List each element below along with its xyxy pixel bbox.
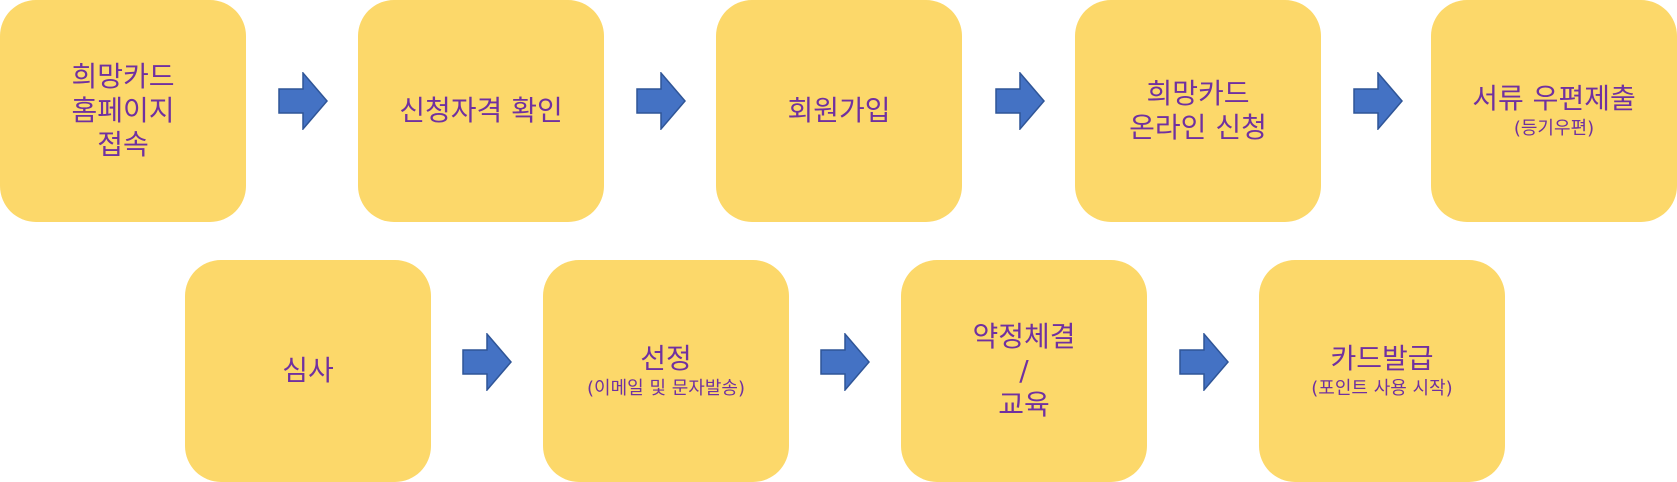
step-4-title: 희망카드 온라인 신청 [1129,77,1267,144]
arrow-6-to-7 [462,333,512,391]
step-5-box: 서류 우편제출 (등기우편) [1431,0,1677,222]
step-2-title: 신청자격 확인 [399,94,563,127]
arrow-7-to-8 [820,333,870,391]
step-7-title: 선정 [640,342,692,375]
step-9-title: 카드발급 [1330,342,1434,375]
step-6-title: 심사 [282,354,334,387]
step-8-box: 약정체결 / 교육 [901,260,1147,482]
arrow-1-to-2 [278,72,328,130]
step-1-title: 희망카드 홈페이지 접속 [71,60,175,161]
arrow-4-to-5 [1353,72,1403,130]
step-7-subtitle: (이메일 및 문자발송) [587,378,745,399]
arrow-2-to-3 [636,72,686,130]
step-5-subtitle: (등기우편) [1513,118,1595,139]
step-8-title: 약정체결 / 교육 [972,320,1076,421]
step-6-box: 심사 [185,260,431,482]
step-4-box: 희망카드 온라인 신청 [1075,0,1321,222]
arrow-3-to-4 [995,72,1045,130]
step-5-title: 서류 우편제출 [1472,82,1636,115]
step-9-subtitle: (포인트 사용 시작) [1311,378,1453,399]
step-3-box: 회원가입 [716,0,962,222]
step-2-box: 신청자격 확인 [358,0,604,222]
step-9-box: 카드발급 (포인트 사용 시작) [1259,260,1505,482]
step-3-title: 회원가입 [787,94,891,127]
step-7-box: 선정 (이메일 및 문자발송) [543,260,789,482]
step-1-box: 희망카드 홈페이지 접속 [0,0,246,222]
arrow-8-to-9 [1179,333,1229,391]
